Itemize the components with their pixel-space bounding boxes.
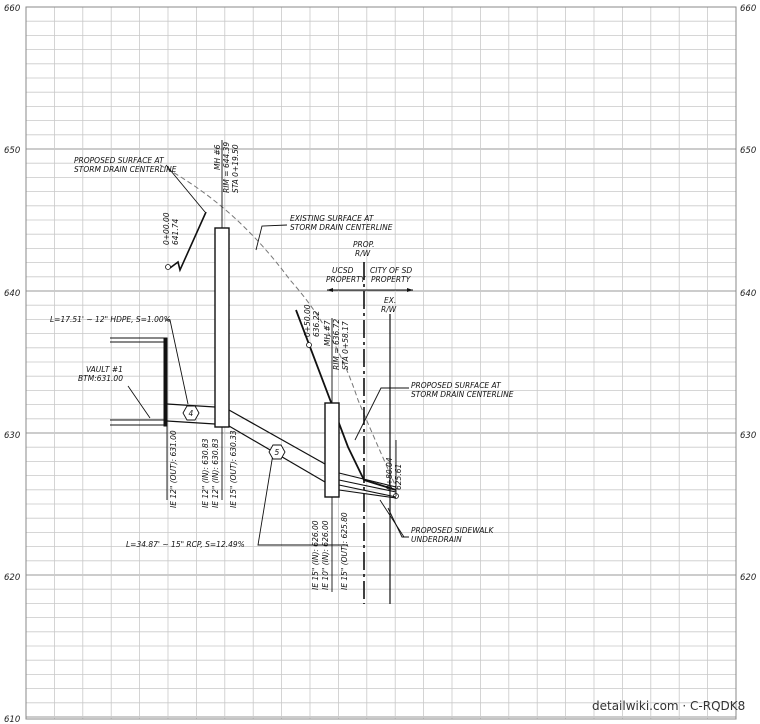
pipe-tag-5-label: 5 (275, 448, 280, 457)
sidewalk-underdrain-leader (387, 507, 409, 538)
pipe-15-top (228, 409, 326, 465)
pipe-12-bottom (166, 420, 216, 425)
ie-mh6-label-2: IE 12" (IN): 630.83 (211, 438, 220, 508)
callout-prop-rw-2: R/W (355, 249, 371, 258)
proposed-surface-right-leader (354, 387, 409, 441)
elev-label-right-660: 660 (740, 4, 756, 14)
sta-0-80-label: 0+80.04 (385, 457, 394, 490)
callout-pipe-b: L=34.87' ~ 15" RCP, S=12.49% (126, 540, 245, 549)
callout-city-2: PROPERTY (371, 275, 412, 284)
elev-label-left-660: 660 (4, 4, 20, 14)
watermark: detailwiki.com · C-RQDK8 (592, 699, 745, 713)
callout-ucsd: UCSD (332, 266, 354, 275)
vault-leader (127, 385, 151, 419)
callout-proposed-surface-top-2: STORM DRAIN CENTERLINE (74, 165, 177, 174)
mh6-rim: RIM = 644.39 (222, 142, 231, 193)
sta-0-50-label: 0+50.00 (303, 304, 312, 337)
callout-vault: VAULT #1 (86, 365, 123, 374)
sta-0-80-elev: 625.61 (394, 464, 403, 490)
right-elevation-axis: 660 650 640 630 620 (740, 4, 756, 583)
callout-proposed-surface-right: PROPOSED SURFACE AT (411, 381, 502, 390)
ie-mh7-label-3: IE 15" (OUT): 625.80 (340, 512, 349, 590)
mh7-rim: RIM = 636.72 (332, 319, 341, 370)
pipe-12-hdpe (166, 403, 216, 425)
left-elevation-axis: 660 650 640 630 620 610 (4, 4, 20, 724)
pipe-12-top (166, 403, 216, 408)
ie-vault-label: IE 12" (OUT): 631.00 (169, 430, 178, 508)
callout-existing-surface-2: STORM DRAIN CENTERLINE (290, 223, 393, 232)
sta-0-50-elev: 636.22 (312, 311, 321, 337)
elev-label-left-630: 630 (4, 431, 20, 441)
city-arrow (407, 288, 413, 292)
outlet-pipe-low (338, 489, 397, 499)
mh6-sta: STA 0+19.50 (231, 144, 240, 193)
callout-vault-2: BTM:631.00 (78, 374, 123, 383)
outlet-pipe-mid (338, 479, 397, 493)
callout-prop-rw: PROP. (353, 240, 375, 249)
vault-wall (163, 337, 168, 427)
station-point-0-50 (306, 342, 312, 348)
callout-proposed-surface-right-2: STORM DRAIN CENTERLINE (411, 390, 514, 399)
profile-grid (25, 6, 737, 720)
existing-surface-leader (255, 224, 288, 251)
sta-0-00-label: 0+00.00 (162, 212, 171, 245)
vault-1 (110, 337, 168, 427)
callout-sidewalk-underdrain: PROPOSED SIDEWALK (411, 526, 495, 535)
elev-label-left-610: 610 (4, 715, 20, 724)
callout-pipe-a: L=17.51' ~ 12" HDPE, S=1.00% (50, 315, 171, 324)
mh7-name: MH #7 (323, 320, 332, 346)
mh6-name: MH #6 (213, 144, 222, 170)
elev-label-right-650: 650 (740, 146, 756, 156)
elev-label-right-640: 640 (740, 289, 756, 299)
elev-label-left-620: 620 (4, 573, 20, 583)
grid-frame (25, 6, 737, 720)
elev-label-left-640: 640 (4, 289, 20, 299)
station-point-0-00 (165, 264, 171, 270)
callout-city: CITY OF SD (370, 266, 412, 275)
pipe-tag-4-shape (182, 405, 200, 421)
annotation-lines (127, 140, 413, 592)
pipe-tag-4-label: 4 (189, 409, 194, 418)
ie-mh6-label-3: IE 15" (OUT): 630.33 (229, 430, 238, 508)
existing-surface-line (159, 164, 397, 488)
callout-sidewalk-underdrain-2: UNDERDRAIN (411, 535, 462, 544)
pipe-tag-5-shape (268, 444, 286, 460)
elev-label-right-620: 620 (740, 573, 756, 583)
ie-mh6-label-1: IE 12" (IN): 630.83 (201, 438, 210, 508)
callout-ex-rw: EX. (384, 296, 396, 305)
outlet-pipes (338, 472, 397, 499)
ucsd-arrow (327, 288, 333, 292)
pipe-tag-5: 5 (268, 444, 286, 460)
ie-mh7-label-2: IE 10" (IN): 626.00 (321, 520, 330, 590)
outlet-pipe-top (338, 472, 397, 488)
mh7-sta: STA 0+58.17 (341, 321, 350, 370)
callout-ucsd-2: PROPERTY (326, 275, 367, 284)
callout-ex-rw-2: R/W (381, 305, 397, 314)
proposed-surface-line-right (295, 309, 397, 491)
pipe-a-leader (165, 319, 189, 405)
sidewalk-underdrain-leader-2 (379, 499, 405, 538)
elev-label-right-630: 630 (740, 431, 756, 441)
callout-existing-surface: EXISTING SURFACE AT (290, 214, 375, 223)
outlet-pipe-bottom (338, 484, 397, 498)
pipe-tag-4: 4 (182, 405, 200, 421)
manhole-7 (324, 402, 340, 498)
proposed-surface-line (169, 211, 207, 273)
elev-label-left-650: 650 (4, 146, 20, 156)
sta-0-00-elev: 641.74 (171, 219, 180, 245)
manhole-6 (214, 227, 230, 428)
sta-0-00-leader (165, 164, 206, 213)
pipe-b-leader (257, 453, 348, 546)
ie-mh7-label-1: IE 15" (IN): 626.00 (311, 520, 320, 590)
callout-proposed-surface-top: PROPOSED SURFACE AT (74, 156, 165, 165)
